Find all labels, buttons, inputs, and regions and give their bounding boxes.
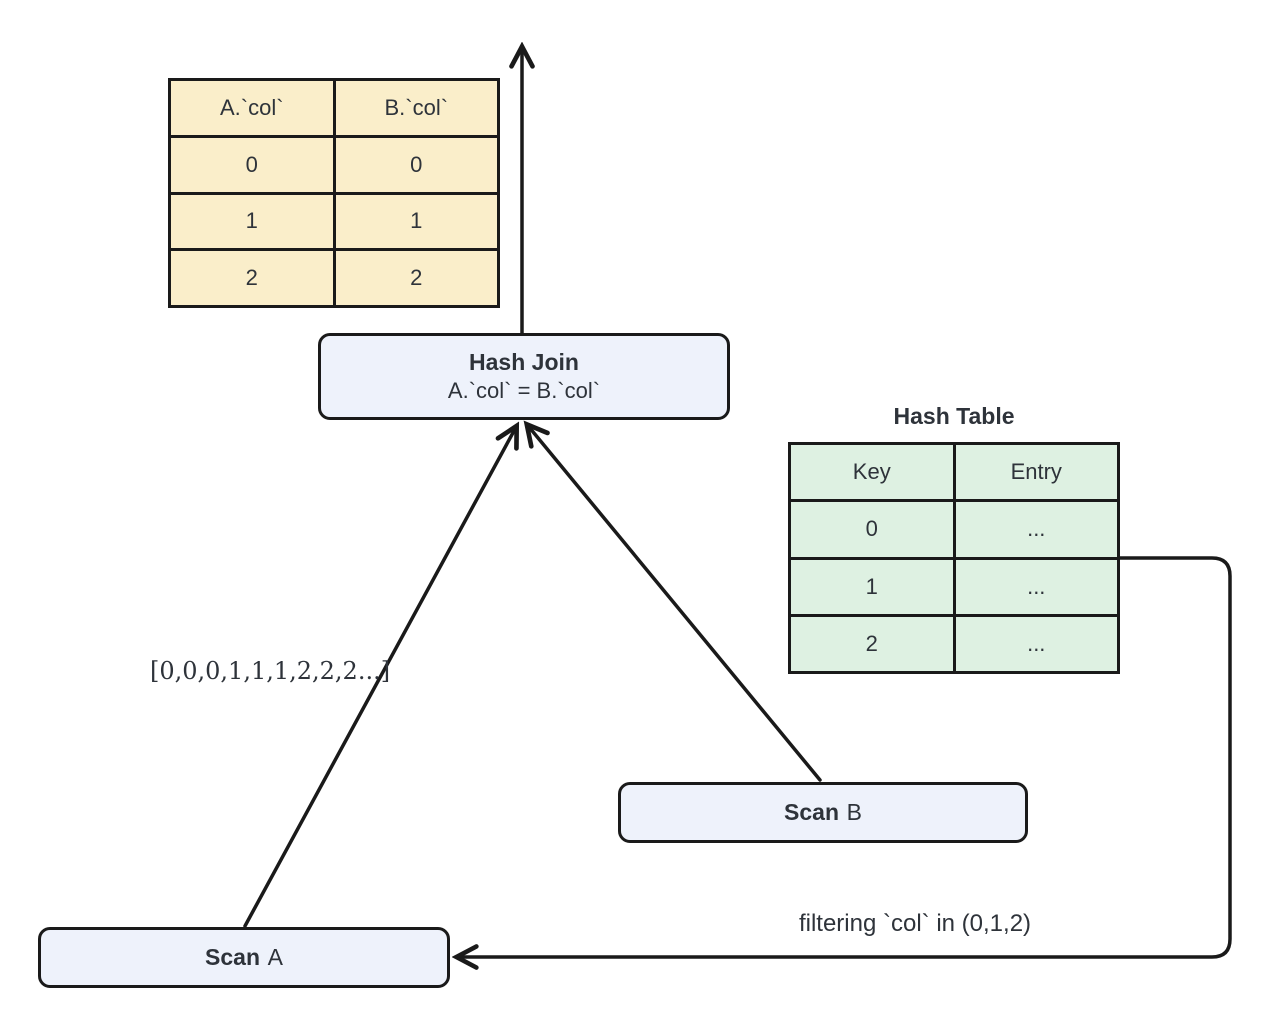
hash-join-condition: A.`col` = B.`col`	[447, 378, 601, 404]
scan-a-label-name: Scan	[205, 944, 261, 971]
hash-join-node: Hash Join A.`col` = B.`col`	[318, 333, 730, 420]
hash-table-cell: 1	[788, 556, 956, 617]
result-table-cell: 1	[332, 191, 500, 252]
hash-table-header-cell: Key	[788, 441, 956, 503]
filter-label: filtering `col` in (0,1,2)	[798, 910, 1032, 937]
result-table-cell: 2	[332, 248, 500, 308]
scan-b-build-arrow	[529, 427, 822, 782]
hash-table-cell: 0	[788, 499, 956, 560]
result-table-row: 1 1	[168, 191, 500, 252]
result-table: A.`col` B.`col` 0 0 1 1 2 2	[168, 78, 500, 308]
hash-table-row: 2 ...	[788, 613, 1120, 675]
result-table-cell: 0	[168, 134, 336, 195]
hash-table: Key Entry 0 ... 1 ... 2 ...	[788, 441, 1120, 675]
hash-table-cell: ...	[952, 556, 1120, 617]
hash-table-title: Hash Table	[893, 403, 1015, 429]
result-table-row: 0 0	[168, 134, 500, 195]
hash-table-cell: 2	[788, 613, 956, 675]
scan-a-label-operand: A	[267, 944, 283, 971]
hash-table-cell: ...	[952, 499, 1120, 560]
hash-table-row: 0 ...	[788, 499, 1120, 560]
hash-table-header-cell: Entry	[952, 441, 1120, 503]
hash-table-row: 1 ...	[788, 556, 1120, 617]
result-table-cell: 0	[332, 134, 500, 195]
result-table-cell: 1	[168, 191, 336, 252]
result-table-header-cell: B.`col`	[332, 78, 500, 138]
hash-table-cell: ...	[952, 613, 1120, 675]
result-table-cell: 2	[168, 248, 336, 308]
hash-table-header-row: Key Entry	[788, 441, 1120, 503]
build-values-label: [0,0,0,1,1,1,2,2,2...]	[150, 657, 391, 685]
scan-b-label-name: Scan	[784, 799, 840, 826]
result-table-header-cell: A.`col`	[168, 78, 336, 138]
result-table-row: 2 2	[168, 248, 500, 308]
scan-b-label-operand: B	[846, 799, 862, 826]
result-table-header-row: A.`col` B.`col`	[168, 78, 500, 138]
hash-join-title: Hash Join	[469, 349, 579, 376]
